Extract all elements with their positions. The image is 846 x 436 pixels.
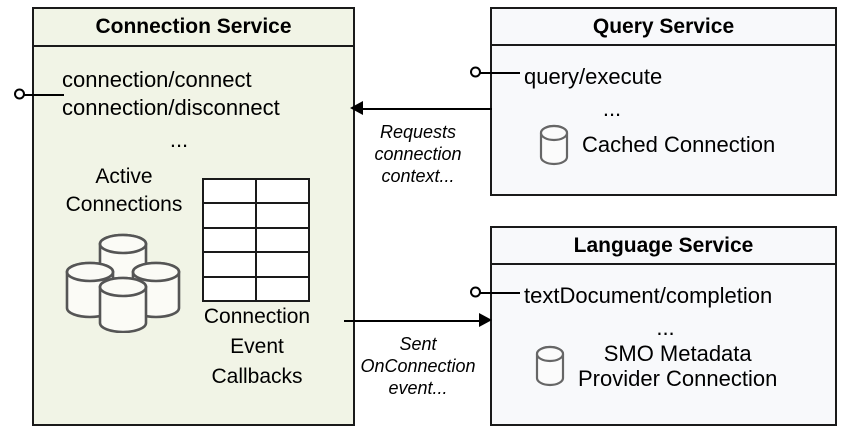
table-grid-cell bbox=[257, 204, 308, 226]
iface-connection-disconnect: connection/disconnect bbox=[62, 95, 280, 120]
table-grid-cell bbox=[257, 253, 308, 275]
table-grid-row bbox=[204, 253, 308, 278]
connector-label-sent-onconnection-event: Sent OnConnection event... bbox=[352, 334, 484, 400]
connector-label-line2: OnConnection bbox=[360, 355, 476, 376]
active-connections-label-line1: Active bbox=[95, 165, 153, 188]
lollipop-stem bbox=[23, 94, 64, 96]
table-grid-cell bbox=[204, 180, 257, 203]
database-cylinder-icon bbox=[539, 124, 569, 166]
connector-line bbox=[344, 320, 484, 322]
connector-connection-to-language bbox=[344, 312, 492, 328]
lollipop-stem bbox=[479, 72, 520, 74]
lollipop-ball-icon bbox=[470, 66, 481, 78]
query-service-title: Query Service bbox=[492, 9, 835, 46]
database-cylinder-icon bbox=[535, 346, 565, 387]
connector-label-line3: context... bbox=[381, 165, 455, 186]
query-service-provided-interface[interactable] bbox=[470, 64, 520, 80]
lollipop-ball-icon bbox=[470, 286, 481, 298]
connector-label-line1: Sent bbox=[399, 334, 437, 354]
lollipop-stem bbox=[479, 292, 520, 294]
table-grid-cell bbox=[204, 204, 257, 227]
connection-service-title: Connection Service bbox=[34, 9, 353, 47]
cached-connection-row: Cached Connection bbox=[538, 124, 775, 166]
iface-textdocument-completion: textDocument/completion bbox=[524, 283, 773, 308]
connection-service-ellipsis: ... bbox=[169, 127, 189, 152]
connection-event-callbacks-line1: Connection bbox=[203, 305, 311, 328]
table-grid-icon bbox=[202, 178, 310, 302]
component-language-service[interactable]: Language Service textDocument/completion… bbox=[490, 226, 837, 426]
cached-connection-label: Cached Connection bbox=[582, 132, 776, 158]
table-grid-cell bbox=[204, 228, 257, 252]
table-grid-row bbox=[204, 204, 308, 229]
connector-label-line3: event... bbox=[388, 377, 448, 398]
iface-connection-connect: connection/connect bbox=[62, 67, 252, 92]
iface-query-execute: query/execute bbox=[524, 64, 663, 89]
connection-service-provided-interface[interactable] bbox=[14, 86, 64, 102]
arrowhead-left-icon bbox=[350, 101, 363, 115]
connection-event-callbacks-line2: Event bbox=[230, 335, 284, 358]
connector-label-line2: connection bbox=[374, 143, 462, 164]
query-service-body: query/execute ... Cached Connection bbox=[492, 46, 835, 196]
query-service-ellipsis: ... bbox=[602, 96, 622, 121]
language-service-body: textDocument/completion ... SMO Metadata… bbox=[492, 265, 835, 426]
connection-event-callbacks-line3: Callbacks bbox=[211, 365, 303, 388]
connector-line bbox=[358, 108, 492, 110]
table-grid-cell bbox=[257, 229, 308, 251]
connector-query-to-connection bbox=[350, 100, 492, 116]
smo-metadata-label-line2: Provider Connection bbox=[578, 366, 778, 392]
active-connections-label-line2: Connections bbox=[65, 193, 183, 216]
smo-metadata-provider-row: SMO Metadata Provider Connection bbox=[534, 341, 777, 392]
component-connection-service[interactable]: Connection Service connection/connect co… bbox=[32, 7, 355, 426]
database-cluster-icon bbox=[65, 233, 181, 333]
smo-metadata-label-line1: SMO Metadata bbox=[603, 341, 752, 366]
table-grid-cell bbox=[257, 180, 308, 202]
connection-service-body: connection/connect connection/disconnect… bbox=[34, 47, 353, 426]
connector-label-line1: Requests bbox=[379, 122, 457, 142]
connector-label-requests-connection-context: Requests connection context... bbox=[352, 122, 484, 188]
language-service-title: Language Service bbox=[492, 228, 835, 265]
component-query-service[interactable]: Query Service query/execute ... Cached C… bbox=[490, 7, 837, 196]
table-grid-row bbox=[204, 277, 308, 301]
language-service-ellipsis: ... bbox=[656, 315, 675, 340]
table-grid-cell bbox=[257, 278, 308, 300]
table-grid-row bbox=[204, 180, 308, 205]
table-grid-row bbox=[204, 228, 308, 254]
table-grid-cell bbox=[204, 253, 257, 276]
lollipop-ball-icon bbox=[14, 88, 25, 100]
language-service-provided-interface[interactable] bbox=[470, 284, 520, 300]
arrowhead-right-icon bbox=[479, 313, 492, 327]
table-grid-cell bbox=[204, 277, 257, 301]
